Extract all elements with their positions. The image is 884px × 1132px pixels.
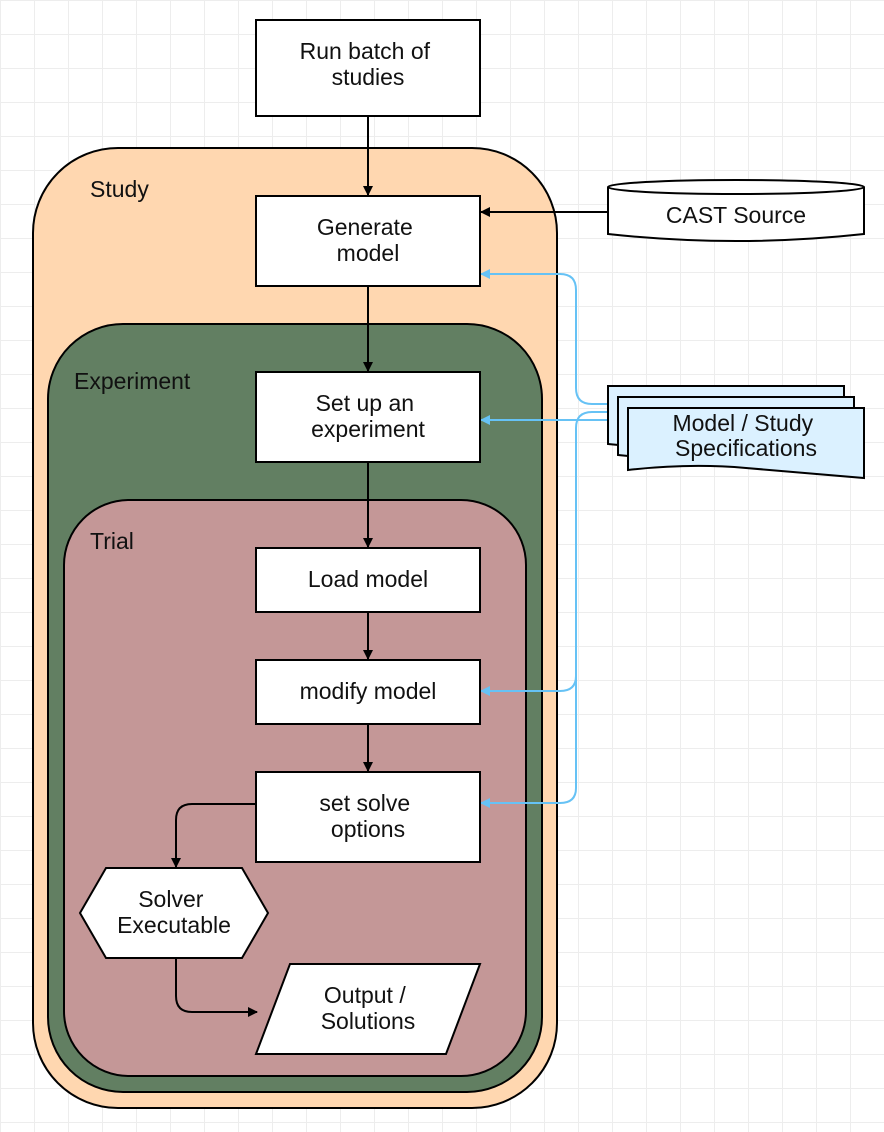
- edge-spec-to-generate: [480, 269, 610, 405]
- edge-spec-to-modify: [480, 411, 610, 696]
- output-solutions-node: [254, 963, 482, 1055]
- output-solutions-label: Output / Solutions: [321, 982, 416, 1034]
- edge-solve-to-solver: [171, 803, 256, 868]
- generate-model-node: [255, 195, 481, 287]
- solver-executable-node: [78, 867, 270, 959]
- trial-label: Trial: [90, 528, 134, 554]
- load-model-label: Load model: [308, 566, 428, 592]
- setup-experiment-node: [255, 371, 481, 463]
- run-batch-node: [255, 19, 481, 117]
- run-batch-label: Run batch of studies: [300, 38, 437, 90]
- set-solve-options-node: [255, 771, 481, 863]
- setup-experiment-label: Set up an experiment: [311, 390, 425, 442]
- specifications-label: Model / Study Specifications: [672, 410, 819, 461]
- modify-model-label: modify model: [300, 678, 437, 704]
- load-model-node: [255, 547, 481, 613]
- experiment-label: Experiment: [74, 368, 191, 394]
- specifications-node: [607, 385, 865, 480]
- solver-executable-label: Solver Executable: [117, 886, 231, 938]
- edge-spec-to-solve-options: [480, 676, 577, 808]
- modify-model-node: [255, 659, 481, 725]
- cast-source-node: [607, 179, 865, 242]
- edge-solver-to-output: [175, 958, 258, 1017]
- cast-source-label: CAST Source: [666, 202, 806, 228]
- study-label: Study: [90, 176, 149, 202]
- generate-model-label: Generate model: [317, 214, 419, 266]
- set-solve-options-label: set solve options: [319, 790, 416, 842]
